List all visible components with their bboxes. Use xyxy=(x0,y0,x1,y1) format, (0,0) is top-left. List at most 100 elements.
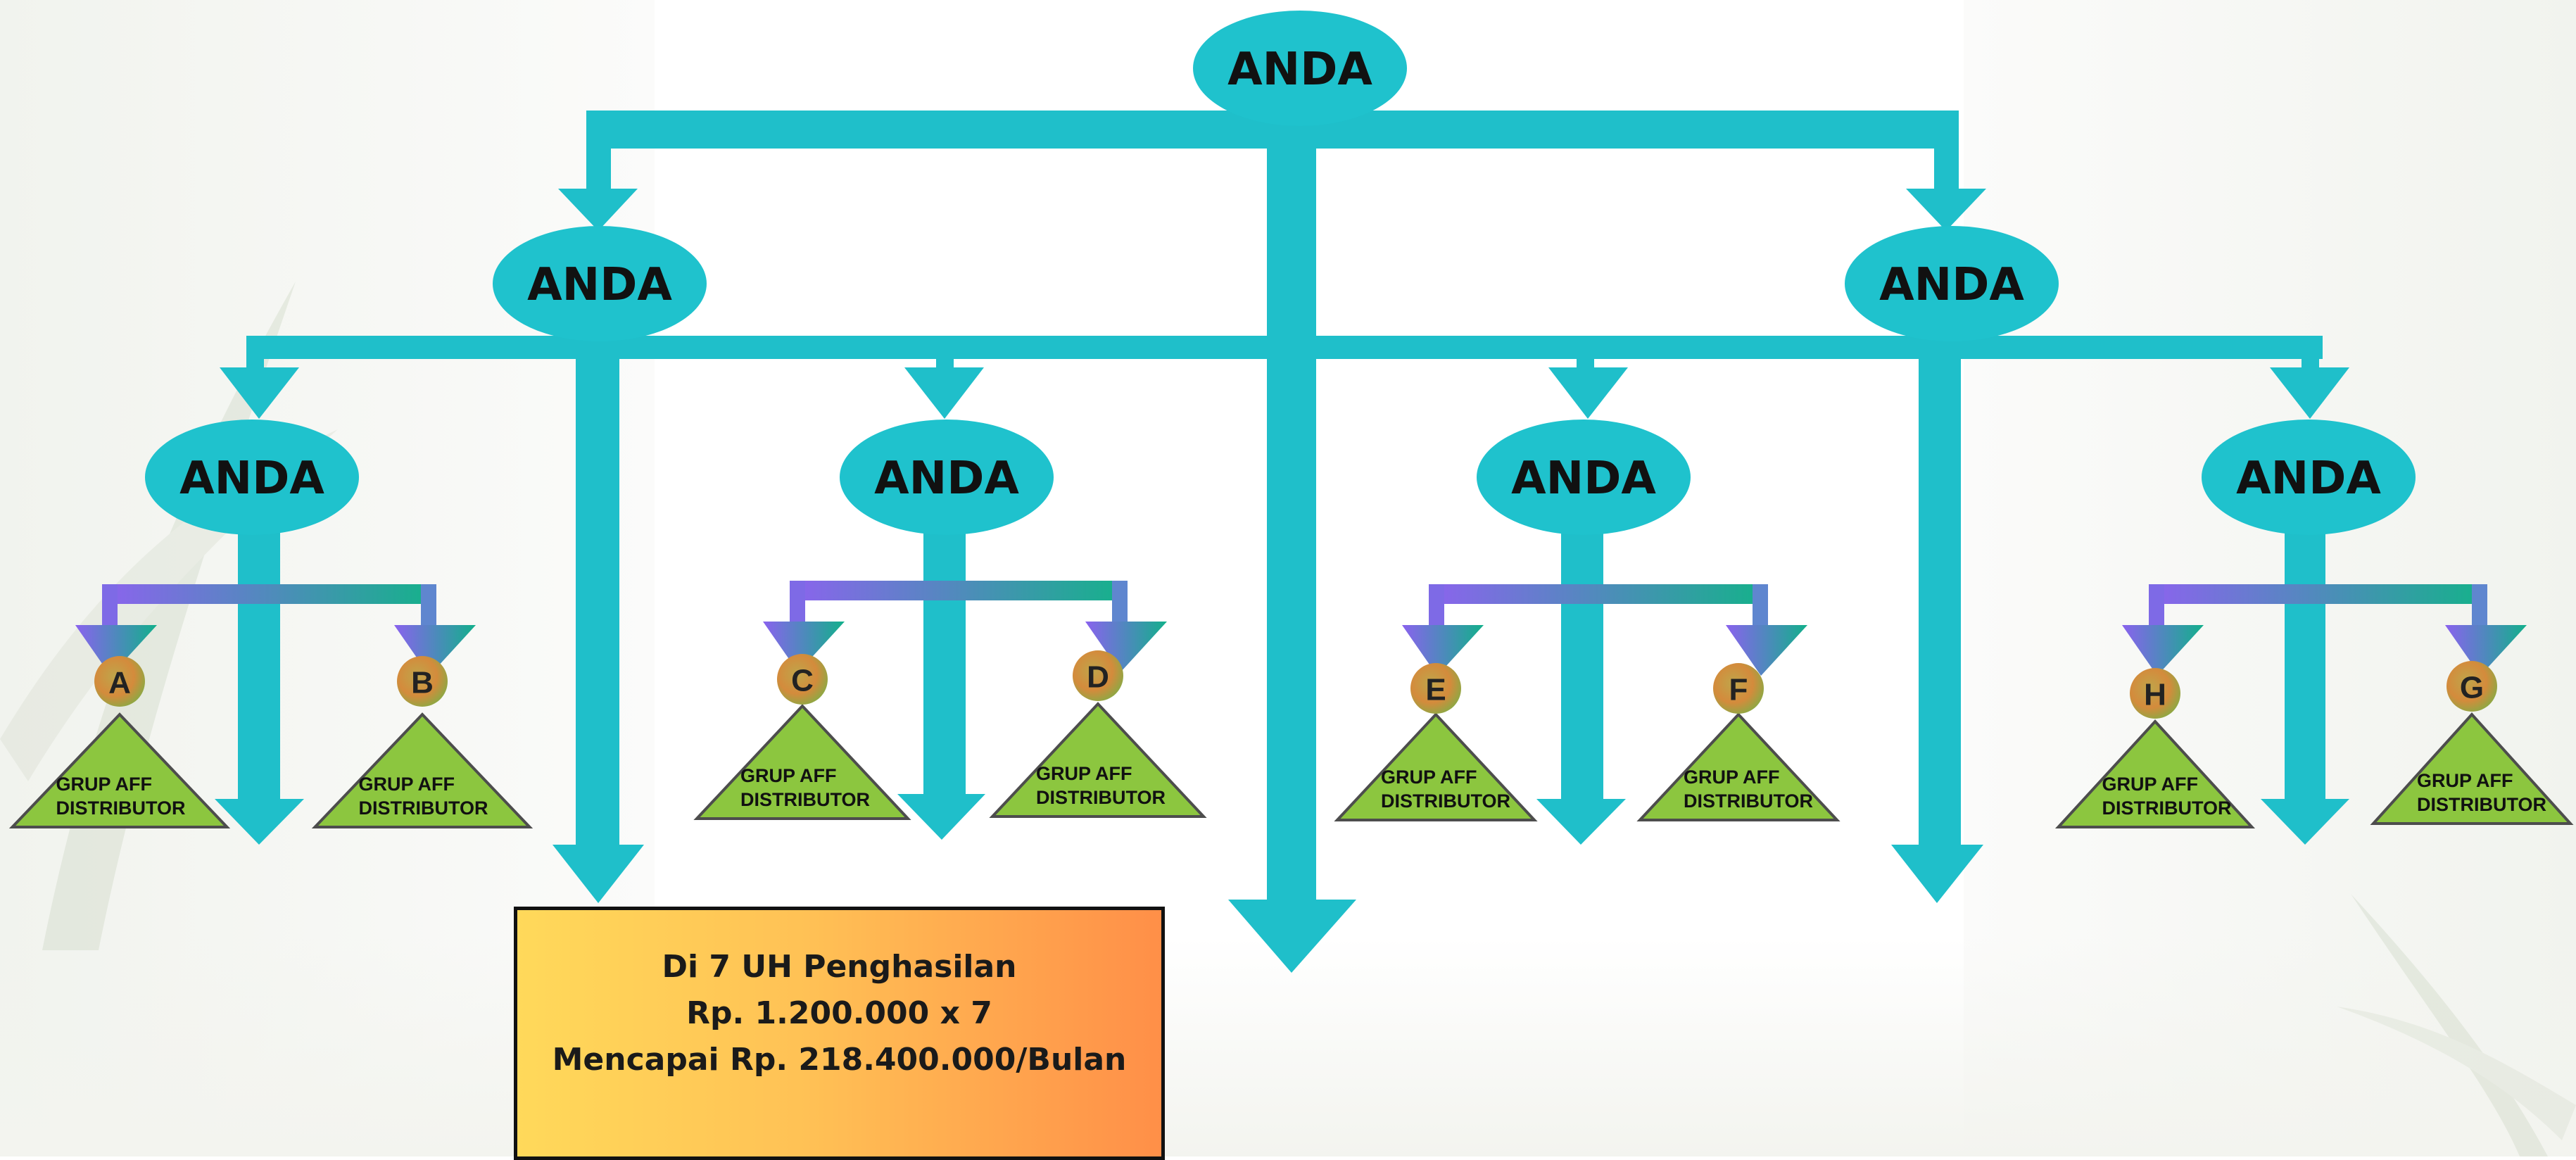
connector-left-stem xyxy=(576,317,619,855)
bracket-bar xyxy=(2149,584,2486,604)
bracket-drop-right xyxy=(2472,584,2487,625)
level2-node-2: ANDA xyxy=(840,420,1054,535)
distributor-group-g: GRUP AFF DISTRIBUTOR G xyxy=(2370,661,2574,825)
level2-node-4-label: ANDA xyxy=(2236,453,2381,505)
bracket-bar xyxy=(1429,584,1767,604)
bracket-arrowhead xyxy=(1085,622,1167,672)
arrowhead xyxy=(2270,367,2349,419)
bracket-drop-right xyxy=(1112,581,1128,622)
info-line-1: Di 7 UH Penghasilan xyxy=(662,949,1017,985)
group-letter-label: C xyxy=(791,664,814,698)
group-letter-label: A xyxy=(108,666,131,700)
group-letter-circle xyxy=(94,656,145,707)
arrowhead xyxy=(215,799,304,845)
connector-mid-bar xyxy=(246,336,2323,359)
distributor-triangle xyxy=(2054,719,2256,828)
arrowhead xyxy=(1906,189,1986,231)
triangle-label-line2: DISTRIBUTOR xyxy=(1684,790,1813,812)
bracket-bar xyxy=(790,581,1126,600)
bracket-arrowhead xyxy=(2122,625,2204,676)
distributor-triangle xyxy=(311,712,533,828)
root-node-label: ANDA xyxy=(1227,44,1372,96)
connector-top-drop-left xyxy=(586,111,611,203)
group-letter-circle xyxy=(397,656,448,707)
connector-top-drop-right xyxy=(1934,111,1959,203)
palm-leaf-decoration-right xyxy=(2337,894,2576,1156)
distributor-triangle xyxy=(693,704,911,820)
group-letter-label: G xyxy=(2460,671,2484,705)
level1-node-left: ANDA xyxy=(493,226,707,341)
group-bracket-3 xyxy=(1402,584,1807,676)
triangle-label-line1: GRUP AFF xyxy=(1036,763,1132,784)
bracket-drop-left xyxy=(1429,584,1444,625)
distributor-triangle xyxy=(2370,712,2574,825)
group-letter-label: B xyxy=(411,666,434,700)
bracket-arrowhead xyxy=(763,622,845,672)
arrowhead xyxy=(553,845,644,903)
group-brackets xyxy=(75,581,2527,676)
distributor-triangle xyxy=(8,712,231,828)
income-info-box: Di 7 UH Penghasilan Rp. 1.200.000 x 7 Me… xyxy=(514,907,1165,1160)
arrowhead xyxy=(904,367,984,419)
group-letter-circle xyxy=(2446,661,2497,712)
arrowhead xyxy=(2261,799,2349,845)
level2-node-4: ANDA xyxy=(2202,420,2416,535)
level2-node-2-label: ANDA xyxy=(874,453,1019,505)
group-letter-label: H xyxy=(2144,678,2166,712)
distributor-group-a: GRUP AFF DISTRIBUTOR A xyxy=(8,656,231,828)
arrowhead xyxy=(1548,367,1628,419)
triangle-label-line2: DISTRIBUTOR xyxy=(2417,794,2546,815)
triangle-label-line1: GRUP AFF xyxy=(1684,767,1780,788)
triangle-label-line1: GRUP AFF xyxy=(56,774,153,795)
group-letter-circle xyxy=(2130,668,2180,719)
arrowhead xyxy=(1891,845,1983,903)
triangle-label-line1: GRUP AFF xyxy=(2102,774,2199,795)
info-line-2: Rp. 1.200.000 x 7 xyxy=(686,995,992,1031)
bracket-drop-right xyxy=(421,584,436,625)
group-bracket-4 xyxy=(2122,584,2527,676)
bracket-drop-left xyxy=(790,581,805,622)
distributor-group-c: GRUP AFF DISTRIBUTOR C xyxy=(693,654,911,820)
root-node: ANDA xyxy=(1193,11,1407,126)
connector-lines xyxy=(238,111,2325,910)
bracket-arrowhead xyxy=(75,625,157,676)
level1-node-right: ANDA xyxy=(1845,226,2059,341)
group-letter-circle xyxy=(1410,663,1461,714)
level2-node-1-label: ANDA xyxy=(179,453,324,505)
background-bottom-fade xyxy=(0,936,2576,1156)
triangle-label-line1: GRUP AFF xyxy=(359,774,455,795)
group-letter-label: D xyxy=(1087,660,1109,695)
level1-node-right-label: ANDA xyxy=(1879,259,2024,311)
bracket-arrowhead xyxy=(2445,625,2527,676)
connector-right-stem xyxy=(1919,317,1961,855)
triangle-label-line2: DISTRIBUTOR xyxy=(740,789,870,810)
level2-node-3-label: ANDA xyxy=(1511,453,1656,505)
distributor-triangle xyxy=(1636,712,1841,821)
arrowhead xyxy=(897,794,985,840)
level1-node-left-label: ANDA xyxy=(527,259,672,311)
triangle-label-line2: DISTRIBUTOR xyxy=(1381,790,1510,812)
anda-nodes: ANDA ANDA ANDA ANDA ANDA ANDA ANDA xyxy=(145,11,2416,535)
group-letter-label: E xyxy=(1425,673,1446,707)
arrowheads xyxy=(215,189,2349,973)
bracket-arrowhead xyxy=(1726,625,1807,676)
triangle-label-line1: GRUP AFF xyxy=(740,765,837,786)
group-letter-circle xyxy=(777,654,828,705)
triangle-label-line2: DISTRIBUTOR xyxy=(56,798,186,819)
triangle-label-line1: GRUP AFF xyxy=(1381,767,1477,788)
bracket-arrowhead xyxy=(1402,625,1484,676)
distributor-triangle xyxy=(989,702,1207,818)
triangle-label-line2: DISTRIBUTOR xyxy=(359,798,488,819)
distributor-triangle xyxy=(1334,712,1538,821)
distributor-group-b: GRUP AFF DISTRIBUTOR B xyxy=(311,656,533,828)
group-letter-label: F xyxy=(1729,673,1748,707)
level2-node-1: ANDA xyxy=(145,420,359,535)
triangle-label-line1: GRUP AFF xyxy=(2417,770,2513,791)
arrowhead xyxy=(1536,799,1626,845)
group-letter-circle xyxy=(1713,663,1764,714)
